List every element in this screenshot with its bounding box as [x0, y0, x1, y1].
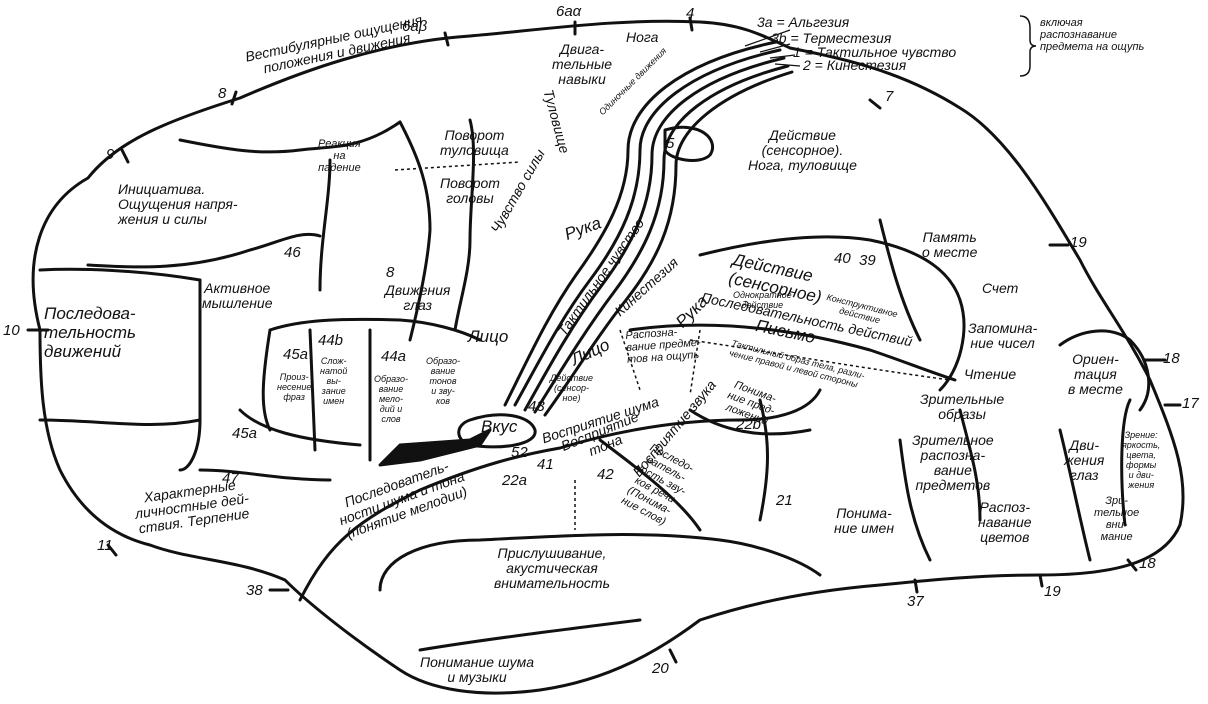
- label-leg-motor: Нога: [626, 29, 659, 45]
- area-47: 47: [222, 470, 239, 487]
- area-20: 20: [652, 660, 669, 677]
- area-22a: 22a: [502, 472, 528, 489]
- label-eye-movements: Движения глаз: [385, 282, 451, 313]
- area-40: 40: [834, 250, 851, 267]
- label-face-motor: Лицо: [468, 327, 509, 346]
- area-45a: 45a: [283, 346, 309, 363]
- label-sequence-movements: Последова- тельность движений: [44, 304, 136, 361]
- legend-2: 2 = Кинестезия: [803, 57, 907, 73]
- area-6aa: 6aα: [556, 3, 582, 20]
- label-head-turn: Поворот головы: [440, 175, 500, 206]
- label-counting: Счет: [982, 280, 1019, 296]
- area-9: 9: [106, 146, 115, 163]
- label-object-recognition-touch: Распозна- вание предме- тов на ощупь: [625, 326, 702, 366]
- area-39: 39: [859, 252, 876, 269]
- label-place-orientation: Ориен- тация в месте: [1068, 351, 1123, 397]
- label-visual-color-shape: Зрение: яркость, цвета, формы и дви- жен…: [1122, 430, 1161, 490]
- area-8-top: 8: [218, 85, 227, 102]
- label-visual-images: Зрительные образы: [920, 391, 1005, 422]
- area-42: 42: [597, 466, 614, 483]
- legend-brace-note: включая распознавание предмета на ощупь: [1040, 17, 1145, 53]
- label-phrase-production: Произ- несение фраз: [277, 372, 312, 402]
- area-18-top: 18: [1163, 350, 1180, 367]
- area-44b: 44b: [318, 332, 344, 349]
- area-37: 37: [907, 593, 924, 610]
- area-17: 17: [1182, 395, 1199, 412]
- label-fall-reaction: Реакция на падение: [318, 138, 361, 174]
- label-reading: Чтение: [964, 366, 1017, 382]
- label-trunk-turn: Поворот туловища: [440, 127, 509, 158]
- area-22b: 22b: [736, 416, 762, 433]
- label-listening: Прислушивание, акустическая внимательнос…: [494, 545, 610, 591]
- area-5: 5: [666, 135, 675, 152]
- label-syntax: Слож- натой вы- зание имен: [320, 356, 348, 406]
- area-10: 10: [3, 322, 20, 339]
- area-43: 43: [528, 398, 545, 415]
- label-taste: Вкус: [481, 417, 518, 436]
- label-word-formation: Образо- вание тонов и зву- ков: [426, 356, 460, 406]
- area-8-mid: 8: [386, 264, 395, 281]
- label-color-recognition: Распоз- навание цветов: [978, 499, 1032, 545]
- label-motor-skills: Двига- тельные навыки: [552, 41, 613, 87]
- label-action-sensory-face: Действие (сенсор- ное): [550, 373, 594, 403]
- label-visual-attention: Зри- тельное вни- мание: [1094, 495, 1140, 543]
- label-visual-object-recognition: Зрительное распозна- вание предметов: [912, 432, 994, 493]
- area-19-bottom: 19: [1044, 583, 1061, 600]
- area-18-bottom: 18: [1139, 555, 1156, 572]
- label-action-sensory: Действие (сенсорное). Нога, туловище: [748, 127, 857, 173]
- area-7: 7: [885, 88, 894, 105]
- area-38: 38: [246, 582, 263, 599]
- label-melody-words: Образо- вание мело- дий и слов: [374, 374, 408, 424]
- label-eye-movements-2: Дви- жения глаз: [1064, 437, 1105, 483]
- area-46: 46: [284, 244, 301, 261]
- area-45a-lower: 45a: [232, 425, 258, 442]
- legend-1: 1 = Тактильное чувство: [793, 44, 957, 60]
- area-41: 41: [537, 456, 554, 473]
- brain-outline: [31, 19, 1185, 695]
- legend-3a: 3a = Альгезия: [757, 14, 850, 30]
- area-19-top: 19: [1070, 234, 1087, 251]
- legend-3b: 3b = Терместезия: [771, 30, 892, 46]
- label-noise-music: Понимание шума и музыки: [420, 654, 534, 685]
- area-21: 21: [776, 492, 793, 509]
- area-4: 4: [686, 5, 695, 22]
- label-active-thinking: Активное мышление: [202, 280, 273, 311]
- label-single-action: Однократное действие: [733, 290, 792, 310]
- legend-brace: [1019, 15, 1037, 77]
- area-6ab: 6aβ: [402, 18, 428, 35]
- label-number-memory: Запомина- ние чисел: [968, 320, 1038, 351]
- label-initiative: Инициатива. Ощущения напря- жения и силы: [118, 181, 238, 227]
- area-11: 11: [97, 537, 113, 554]
- label-place-memory: Память о месте: [922, 229, 978, 260]
- label-names-understanding: Понима- ние имен: [834, 505, 895, 536]
- area-52: 52: [511, 444, 528, 461]
- area-44a: 44a: [381, 348, 407, 365]
